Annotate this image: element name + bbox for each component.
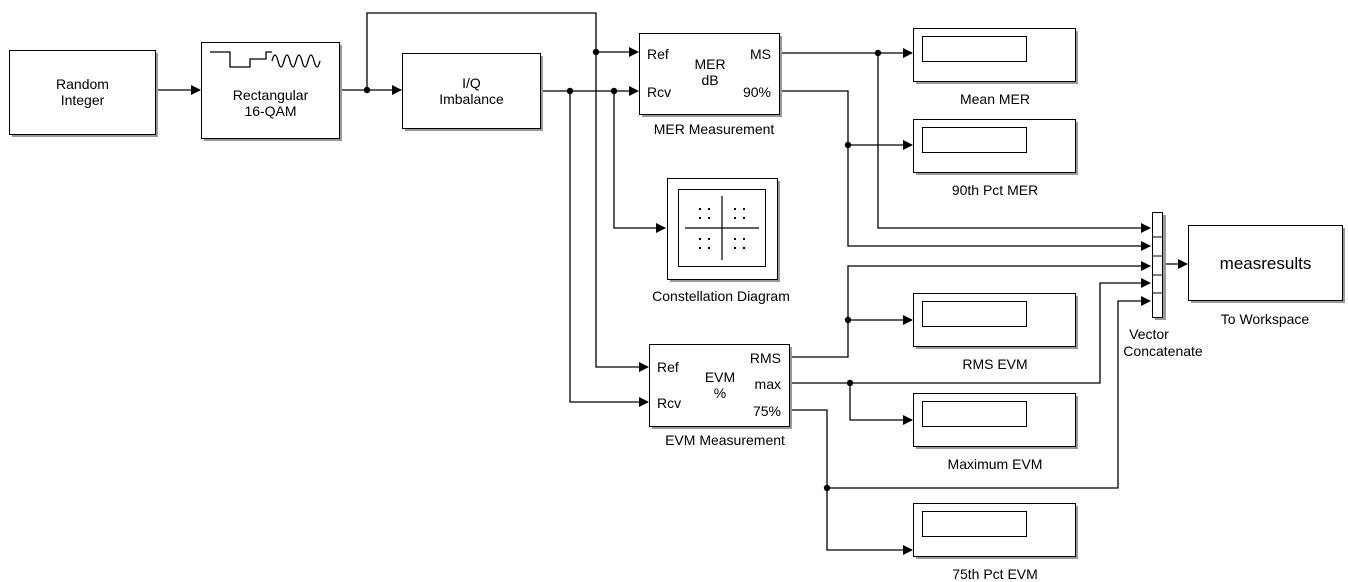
rms-evm-display[interactable] <box>913 293 1076 347</box>
mer-measurement-block[interactable]: Ref Rcv MER dB MS 90% <box>639 33 780 115</box>
constellation-diagram-block[interactable] <box>667 178 778 280</box>
mer-90-port: 90% <box>742 84 771 100</box>
qam-label-1: Rectangular <box>232 87 309 103</box>
evm-center-2: % <box>713 385 727 401</box>
max-evm-caption: Maximum EVM <box>947 456 1043 472</box>
to-workspace-block[interactable]: measresults <box>1188 225 1343 301</box>
mean-mer-caption: Mean MER <box>959 91 1031 107</box>
random-integer-block[interactable]: Random Integer <box>9 50 156 135</box>
max-evm-display[interactable] <box>913 393 1076 447</box>
mer-ms-port: MS <box>750 46 771 62</box>
pct90-mer-caption: 90th Pct MER <box>951 182 1039 198</box>
wire-90-to-concat <box>847 145 1151 251</box>
iq-imbalance-block[interactable]: I/Q Imbalance <box>402 53 541 129</box>
evm-75-port: 75% <box>752 403 781 419</box>
pct75-evm-caption: 75th Pct EVM <box>952 566 1038 582</box>
wire-iq-to-evm <box>569 91 649 407</box>
evm-rms-port: RMS <box>749 350 781 366</box>
mer-ref-port: Ref <box>647 46 669 62</box>
evm-max-port: max <box>754 376 781 392</box>
pct90-mer-readout <box>922 127 1027 153</box>
workspace-variable-label: measresults <box>1219 254 1312 273</box>
rms-evm-readout <box>922 301 1027 327</box>
wire-75-to-display <box>790 409 913 555</box>
random-integer-label-1: Random <box>56 76 109 92</box>
evm-rcv-port: Rcv <box>657 395 682 411</box>
wire-max-to-concat <box>790 278 1151 384</box>
wire-ref-to-evm <box>595 52 649 372</box>
workspace-caption: To Workspace <box>1220 311 1310 327</box>
mean-mer-readout <box>922 36 1027 62</box>
concat-caption-2: Concatenate <box>1123 343 1203 359</box>
mer-center-1: MER <box>694 56 726 72</box>
concat-caption-1: Vector <box>1129 326 1169 342</box>
constellation-icon <box>685 196 759 260</box>
evm-ref-port: Ref <box>657 359 679 375</box>
mer-rcv-port: Rcv <box>647 84 672 100</box>
evm-caption: EVM Measurement <box>665 432 785 448</box>
vector-concatenate-block[interactable] <box>1152 212 1163 318</box>
mer-center-2: dB <box>701 72 719 88</box>
wire-ref-to-mer <box>366 12 639 90</box>
evm-measurement-block[interactable]: Ref Rcv EVM % RMS max 75% <box>649 344 790 427</box>
wire-max-to-display <box>849 383 913 425</box>
random-integer-label-2: Integer <box>60 92 105 108</box>
constellation-caption: Constellation Diagram <box>652 288 790 304</box>
mer-caption: MER Measurement <box>653 121 775 137</box>
wire-rms-to-concat <box>847 261 1151 320</box>
iq-label-2: Imbalance <box>439 91 504 107</box>
pct75-evm-display[interactable] <box>913 503 1076 557</box>
max-evm-readout <box>922 401 1027 427</box>
evm-center-1: EVM <box>704 369 736 385</box>
wire-ms-to-concat <box>877 53 1151 233</box>
pct90-mer-display[interactable] <box>913 119 1076 173</box>
wire-rms-to-display <box>790 315 913 358</box>
pct75-evm-readout <box>922 511 1027 537</box>
modulation-waveform-icon <box>210 51 321 68</box>
wire-75-to-concat <box>827 296 1151 489</box>
wire-iq-to-constellation <box>613 91 666 233</box>
rms-evm-caption: RMS EVM <box>962 356 1028 372</box>
concat-separators-icon <box>1153 236 1162 294</box>
constellation-screen <box>678 189 766 267</box>
qam-label-2: 16-QAM <box>244 103 297 119</box>
wire-90-to-display <box>780 90 913 150</box>
qam-modulator-block[interactable]: Rectangular 16-QAM <box>201 42 340 139</box>
iq-label-1: I/Q <box>462 75 481 91</box>
mean-mer-display[interactable] <box>913 28 1076 82</box>
